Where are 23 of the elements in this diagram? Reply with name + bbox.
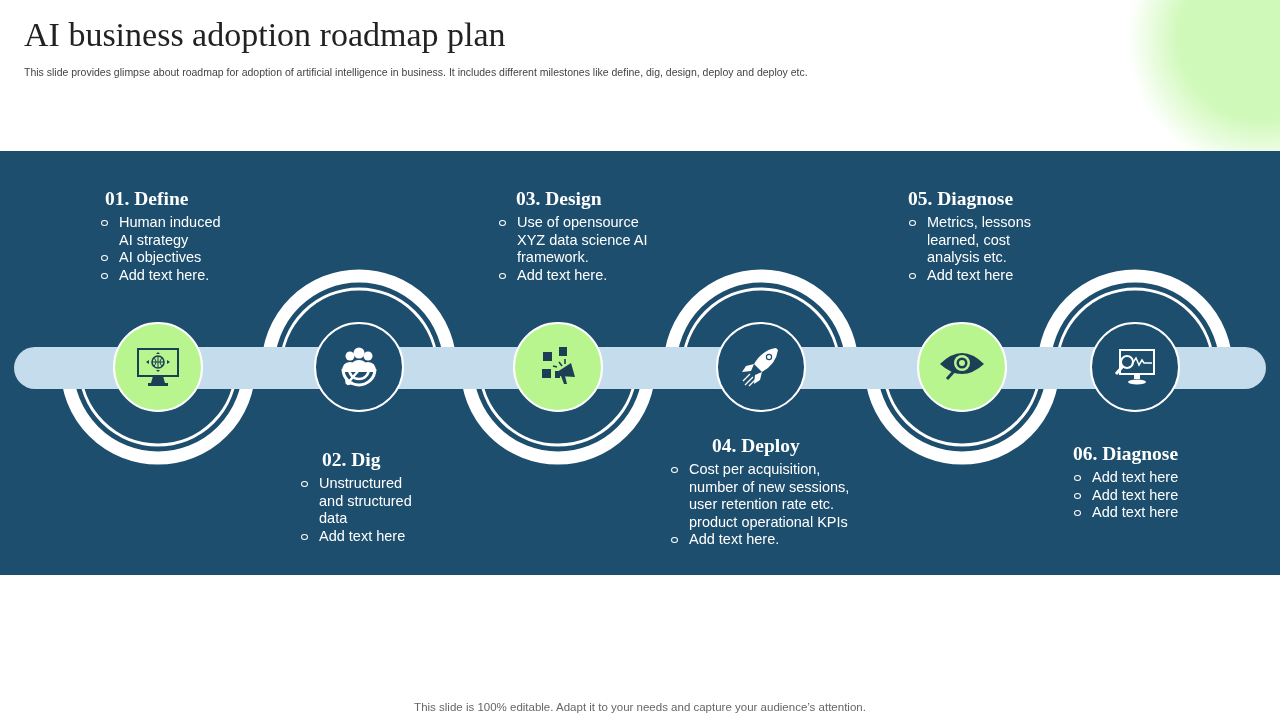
bullet-text: Add text here.: [100, 266, 235, 284]
bullet-text: Add text here: [1073, 486, 1193, 504]
step-heading: 03. Design: [516, 188, 603, 210]
bullet-text: AI objectives: [100, 249, 235, 267]
bullet-text: Add text here: [1073, 504, 1193, 522]
bullet-text: Add text here.: [498, 266, 650, 284]
bullet-text: Metrics, lessons learned, cost analysis etc.: [908, 214, 1048, 267]
bullet-text: Human induced AI strategy: [100, 214, 235, 249]
subtitle-text: This slide provides glimpse about roadmap for adoption of artificial intelligence in business. It includes different milestones like define, dig, design, deploy and deploy etc.: [24, 66, 808, 78]
bullet-text: Use of opensource XYZ data science AI framework.: [498, 214, 650, 267]
footer-note: This slide is 100% editable. Adapt it to your needs and capture your audience’s attention.: [413, 701, 867, 713]
step-heading: 02. Dig: [322, 449, 382, 471]
step-heading: 05. Diagnose: [908, 188, 1015, 210]
slide-title: AI business adoption roadmap plan: [24, 16, 506, 54]
step-heading: 01. Define: [105, 188, 190, 210]
bullet-text: Add text here.: [670, 531, 865, 549]
bullet-text: Unstructured and structured data: [300, 475, 428, 528]
step-heading: 06. Diagnose: [1073, 443, 1180, 465]
bullet-text: Add text here: [1073, 469, 1193, 487]
bullet-text: Add text here: [908, 266, 1048, 284]
bullet-text: Add text here: [300, 527, 428, 545]
step-heading: 04. Deploy: [712, 435, 801, 457]
bullet-text: Cost per acquisition, number of new sessions, user retention rate etc. product operational KPIs: [670, 461, 865, 531]
